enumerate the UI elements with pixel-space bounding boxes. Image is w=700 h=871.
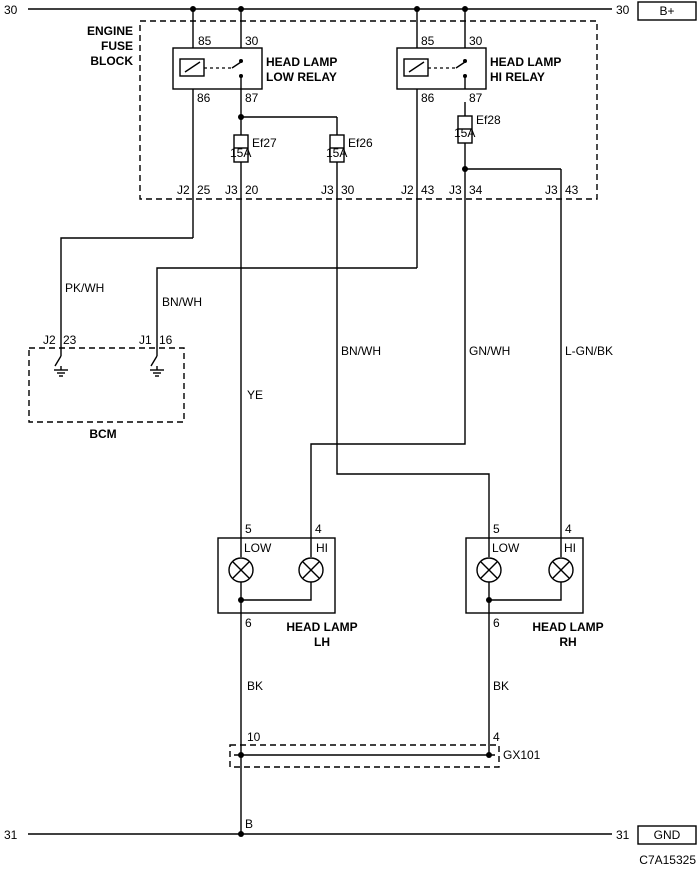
lh-pin-hi: 4 (315, 522, 322, 536)
hi-relay-pin-87: 87 (469, 91, 483, 105)
connector-pin: 43 (565, 183, 579, 197)
fuse-ef26-rating: 15A (326, 146, 347, 160)
fuse-ef28: Ef28 15A (454, 113, 501, 144)
wire-gn-wh (310, 169, 466, 538)
ground-splice-gx101: 10 4 GX101 (229, 730, 541, 768)
wire-label-lgn-bk: L-GN/BK (565, 344, 613, 358)
low-relay-pin-85: 85 (198, 34, 212, 48)
gnd-pin-label: B (245, 817, 253, 831)
fuse-ef27-rating: 15A (230, 146, 251, 160)
figure-code: C7A15325 (639, 853, 696, 867)
splice-pin-right: 4 (493, 730, 500, 744)
fuse-block-connectors: J2 25 J3 20 J3 30 J2 43 J3 34 J3 43 (177, 183, 579, 197)
hi-relay-name-2: HI RELAY (490, 70, 545, 84)
wire-label-ye: YE (247, 388, 263, 402)
head-lamp-low-relay: 85 30 86 87 HEAD LAMP LOW RELAY (172, 9, 337, 105)
bcm-ground-switch-icon (54, 350, 68, 377)
connector-name: J3 (321, 183, 334, 197)
rh-pin-gnd: 6 (493, 616, 500, 630)
wire-label-bk-lh: BK (247, 679, 263, 693)
bcm-conn-b: J1 (139, 333, 152, 347)
hi-relay-pin-85: 85 (421, 34, 435, 48)
low-relay-name-1: HEAD LAMP (266, 55, 337, 69)
connector-name: J2 (177, 183, 190, 197)
junction-dot (238, 831, 244, 837)
rh-pin-low: 5 (493, 522, 500, 536)
bcm-ground-switch-icon (150, 350, 164, 377)
lh-low-bulb-icon (228, 557, 254, 583)
fuse-ef26-name: Ef26 (348, 136, 373, 150)
connector-pin: 25 (197, 183, 211, 197)
rail-bottom-right-label: 31 (616, 828, 630, 842)
connector-pin: 20 (245, 183, 259, 197)
lh-title-1: HEAD LAMP (286, 620, 357, 634)
connector-name: J2 (401, 183, 414, 197)
lh-pin-gnd: 6 (245, 616, 252, 630)
fuse-block-label-1: ENGINE (87, 24, 133, 38)
wire-label-bn-wh: BN/WH (341, 344, 381, 358)
head-lamp-hi-relay: 85 30 86 87 HEAD LAMP HI RELAY (396, 9, 561, 105)
wire-label-bn-wh-bcm: BN/WH (162, 295, 202, 309)
splice-name: GX101 (503, 748, 541, 762)
connector-pin: 30 (341, 183, 355, 197)
gnd-rail: B 31 31 GND (4, 817, 697, 845)
hi-relay-name-1: HEAD LAMP (490, 55, 561, 69)
rh-hi-bulb-icon (548, 557, 574, 583)
b-plus-rail: 30 30 B+ (4, 1, 697, 21)
wire-bn-wh (336, 162, 490, 538)
b-plus-label: B+ (659, 4, 674, 18)
rh-low-label: LOW (492, 541, 520, 555)
low-relay-name-2: LOW RELAY (266, 70, 337, 84)
bcm-module: J2 23 J1 16 BCM (28, 333, 185, 441)
wire-pk-wh (60, 237, 193, 350)
wire-label-pk-wh: PK/WH (65, 281, 104, 295)
lh-low-label: LOW (244, 541, 272, 555)
rh-title-1: HEAD LAMP (532, 620, 603, 634)
low-relay-pin-87: 87 (245, 91, 259, 105)
bcm-conn-a: J2 (43, 333, 56, 347)
rail-bottom-left-label: 31 (4, 828, 18, 842)
hi-relay-pin-86: 86 (421, 91, 435, 105)
fuse-ef28-rating: 15A (454, 126, 475, 140)
wire-bn-wh-bcm (156, 267, 417, 350)
splice-pin-left: 10 (247, 730, 261, 744)
low-relay-pin-86: 86 (197, 91, 211, 105)
bcm-pin-a: 23 (63, 333, 77, 347)
rail-top-right-label: 30 (616, 3, 630, 17)
connector-name: J3 (449, 183, 462, 197)
lh-hi-label: HI (316, 541, 328, 555)
hi-relay-pin-30: 30 (469, 34, 483, 48)
lh-pin-low: 5 (245, 522, 252, 536)
wire-label-bk-rh: BK (493, 679, 509, 693)
fuse-block-label-2: FUSE (101, 39, 133, 53)
connector-pin: 34 (469, 183, 483, 197)
bcm-label: BCM (89, 427, 116, 441)
wire-label-gn-wh: GN/WH (469, 344, 510, 358)
rh-hi-label: HI (564, 541, 576, 555)
connector-name: J3 (225, 183, 238, 197)
rh-title-2: RH (559, 635, 576, 649)
fuse-ef27: Ef27 15A (230, 134, 277, 163)
fuse-ef26: Ef26 15A (326, 134, 373, 163)
gnd-box (637, 825, 697, 845)
fuse-ef27-name: Ef27 (252, 136, 277, 150)
rh-pin-hi: 4 (565, 522, 572, 536)
fuse-ef28-name: Ef28 (476, 113, 501, 127)
gnd-label: GND (654, 828, 681, 842)
lh-title-2: LH (314, 635, 330, 649)
rail-top-left-label: 30 (4, 3, 18, 17)
bcm-pin-b: 16 (159, 333, 173, 347)
connector-pin: 43 (421, 183, 435, 197)
connector-name: J3 (545, 183, 558, 197)
rh-low-bulb-icon (476, 557, 502, 583)
lh-hi-bulb-icon (298, 557, 324, 583)
fuse-block-label-3: BLOCK (90, 54, 133, 68)
engine-fuse-block (139, 20, 598, 200)
head-lamp-rh: 5 4 LOW HI 6 HEAD LAMP RH (465, 522, 604, 649)
head-lamp-lh: 5 4 LOW HI 6 HEAD LAMP LH (217, 522, 358, 649)
low-relay-pin-30: 30 (245, 34, 259, 48)
b-plus-box (637, 1, 697, 21)
